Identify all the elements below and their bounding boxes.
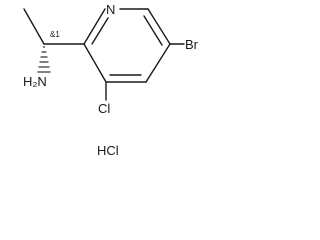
atom-amine-label: H₂N [23,74,47,89]
salt-label: HCl [97,143,119,158]
hashed-wedge-bond [37,46,51,73]
atom-chlorine-label: Cl [98,101,110,116]
bond-c5-c4 [145,43,171,83]
bond-c6-c5-inner [143,15,163,46]
bond-c6-c5 [147,8,171,45]
bond-c2-n1 [83,8,106,45]
chemical-structure: N Br Cl H₂N &1 HCl [23,2,199,158]
pyridine-ring [83,8,171,83]
bond-c2-n1-inner [91,17,109,45]
atom-nitrogen-label: N [106,2,115,17]
bond-ch-ch3 [23,8,45,45]
bond-c3-c2 [83,43,107,83]
atom-bromine-label: Br [185,37,199,52]
stereo-descriptor-label: &1 [50,30,60,39]
